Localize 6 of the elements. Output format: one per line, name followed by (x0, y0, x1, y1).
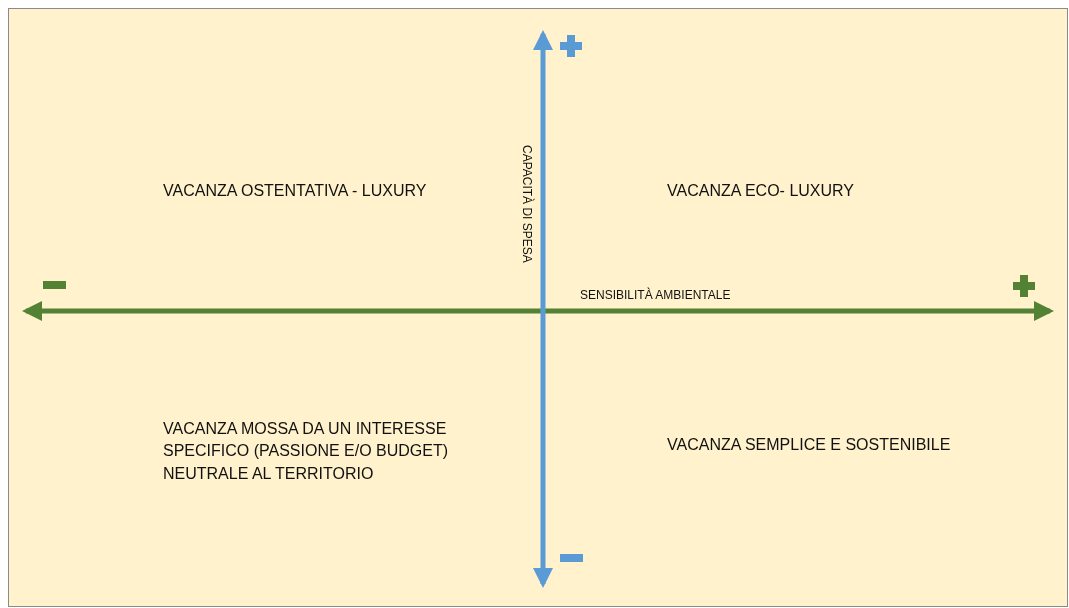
quadrant-label: VACANZA ECO- LUXURY (667, 181, 855, 201)
axis-label: SENSIBILITÀ AMBIENTALE (580, 287, 732, 304)
quadrant-label: VACANZA OSTENTATIVA - LUXURY (163, 181, 428, 201)
axis-label: CAPACITÀ DI SPESA (518, 145, 535, 263)
quadrant-label: VACANZA SEMPLICE E SOSTENIBILE (667, 435, 952, 455)
quadrant-label: VACANZA MOSSA DA UN INTERESSE SPECIFICO (PASSIONE E/O BUDGET) NEUTRALE AL TERRITORIO (163, 419, 450, 484)
